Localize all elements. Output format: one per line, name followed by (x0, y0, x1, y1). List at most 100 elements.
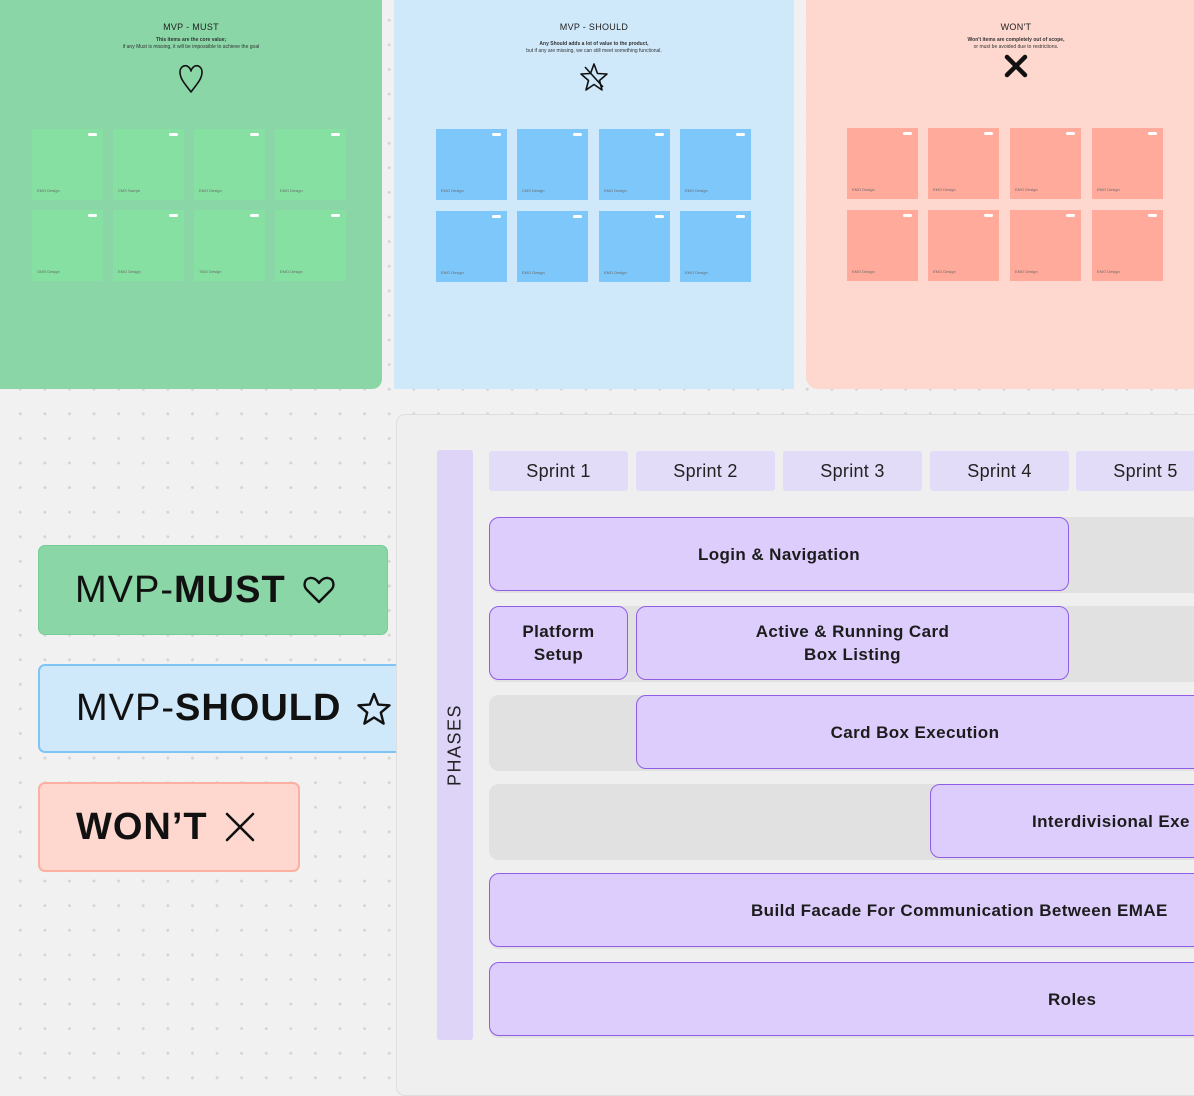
note-label: EMO Design (1097, 187, 1120, 192)
note-label: EMO Design (685, 270, 708, 275)
note-tag (736, 133, 745, 136)
note-label: CMS Design (522, 188, 545, 193)
note-tag (655, 133, 664, 136)
note-tag (573, 133, 582, 136)
phase-bar-label: Platform Setup (522, 622, 595, 664)
wont-title: WON'T (1000, 22, 1032, 32)
sticky-note[interactable]: EMO Design (847, 210, 918, 281)
legend-should-prefix: MVP- (76, 687, 175, 729)
sticky-note[interactable]: EMO Design (1010, 128, 1081, 199)
phase-bar-label: Roles (1048, 989, 1097, 1009)
phase-bar-label: Build Facade For Communication Between E… (751, 900, 1168, 920)
note-label: EMO Design (441, 270, 464, 275)
note-tag (88, 214, 97, 217)
note-label: EMO Design (280, 188, 303, 193)
note-label: CMS Sweph (118, 188, 141, 193)
legend-must[interactable]: MVP-MUST (38, 545, 388, 635)
sticky-note[interactable]: EMO Design (113, 210, 184, 281)
must-title: MVP - MUST (163, 22, 219, 32)
heart-outline-icon (302, 575, 336, 605)
sticky-note[interactable]: EMO Design (1010, 210, 1081, 281)
note-tag (903, 214, 912, 217)
must-description-text: if any Must is missing, it will be impos… (122, 44, 260, 50)
note-label: EMO Design (685, 188, 708, 193)
star-icon (579, 62, 609, 97)
sticky-note[interactable]: EMO Design (928, 128, 999, 199)
note-label: EMO Design (1015, 187, 1038, 192)
note-tag (1066, 214, 1075, 217)
sticky-note[interactable]: EMO Design (436, 129, 507, 200)
note-tag (88, 133, 97, 136)
sticky-note[interactable]: CMS Design (517, 129, 588, 200)
phases-label: PHASES (444, 703, 465, 787)
note-tag (492, 133, 501, 136)
note-tag (169, 133, 178, 136)
note-label: OMS Design (37, 269, 60, 274)
note-tag (250, 133, 259, 136)
note-tag (492, 215, 501, 218)
sticky-note[interactable]: EMO Design (194, 129, 265, 200)
phase-bar-platform-setup[interactable]: Platform Setup (489, 606, 628, 680)
should-title: MVP - SHOULD (559, 22, 629, 32)
note-label: EMO Design (441, 188, 464, 193)
heart-icon (178, 64, 204, 99)
sticky-note[interactable]: EMO Design (1092, 210, 1163, 281)
sticky-note[interactable]: EMO Design (599, 129, 670, 200)
sticky-note[interactable]: CMS Sweph (113, 129, 184, 200)
sticky-note[interactable]: EMO Design (275, 210, 346, 281)
sticky-note[interactable]: EMO Design (680, 129, 751, 200)
phase-bar-card-box-execution[interactable]: Card Box Execution (636, 695, 1194, 769)
sticky-note[interactable]: EMO Design (436, 211, 507, 282)
legend-should-label: SHOULD (175, 687, 342, 729)
note-tag (169, 214, 178, 217)
legend-wont-label: WON’T (76, 805, 208, 848)
wont-description-bold: Won't items are completely out of scope, (967, 37, 1065, 43)
sticky-note[interactable]: EMO Design (275, 129, 346, 200)
must-description-bold: This items are the core value; (155, 37, 227, 43)
note-label: EMO Design (604, 188, 627, 193)
phase-bar-login-navigation[interactable]: Login & Navigation (489, 517, 1069, 591)
note-tag (736, 215, 745, 218)
note-label: EMO Design (604, 270, 627, 275)
sprint-3-header: Sprint 3 (783, 451, 922, 491)
sticky-note[interactable]: EMO Design (517, 211, 588, 282)
sticky-note[interactable]: OMS Design (32, 210, 103, 281)
sticky-note[interactable]: EMO Design (32, 129, 103, 200)
star-outline-icon (357, 692, 392, 726)
phases-column: PHASES (437, 450, 473, 1040)
note-label: EMO Design (852, 269, 875, 274)
phase-bar-label: Card Box Execution (830, 722, 1000, 742)
note-label: EMO Design (280, 269, 303, 274)
must-description: This items are the core value; if any Mu… (0, 37, 382, 51)
sticky-note[interactable]: TMO Design (194, 210, 265, 281)
legend-wont[interactable]: WON’T (38, 782, 300, 872)
note-label: TMO Design (199, 269, 222, 274)
legend-should[interactable]: MVP-SHOULD (38, 664, 440, 753)
note-label: EMO Design (199, 188, 222, 193)
note-tag (1066, 132, 1075, 135)
note-tag (331, 133, 340, 136)
sprint-2-header: Sprint 2 (636, 451, 775, 491)
note-tag (573, 215, 582, 218)
note-tag (903, 132, 912, 135)
phase-bar-interdivisional[interactable]: Interdivisional Exe (930, 784, 1194, 858)
note-label: EMO Design (522, 270, 545, 275)
legend-must-label: MUST (174, 568, 286, 611)
phase-bar-roles[interactable]: Roles (489, 962, 1194, 1036)
phase-bar-active-running-card-box-listing[interactable]: Active & Running Card Box Listing (636, 606, 1069, 680)
sticky-note[interactable]: EMO Design (680, 211, 751, 282)
note-label: EMO Design (933, 187, 956, 192)
sticky-note[interactable]: EMO Design (599, 211, 670, 282)
should-description-bold: Any Should adds a lot of value to the pr… (539, 41, 649, 47)
sprint-1-header: Sprint 1 (489, 451, 628, 491)
phase-bar-build-facade[interactable]: Build Facade For Communication Between E… (489, 873, 1194, 947)
sticky-note[interactable]: EMO Design (1092, 128, 1163, 199)
sticky-note[interactable]: EMO Design (847, 128, 918, 199)
wont-description: Won't items are completely out of scope,… (806, 37, 1194, 51)
sprint-5-header: Sprint 5 (1076, 451, 1194, 491)
sticky-note[interactable]: EMO Design (928, 210, 999, 281)
note-label: EMO Design (37, 188, 60, 193)
note-label: EMO Design (1015, 269, 1038, 274)
x-mark-icon (224, 811, 256, 843)
note-label: EMO Design (1097, 269, 1120, 274)
